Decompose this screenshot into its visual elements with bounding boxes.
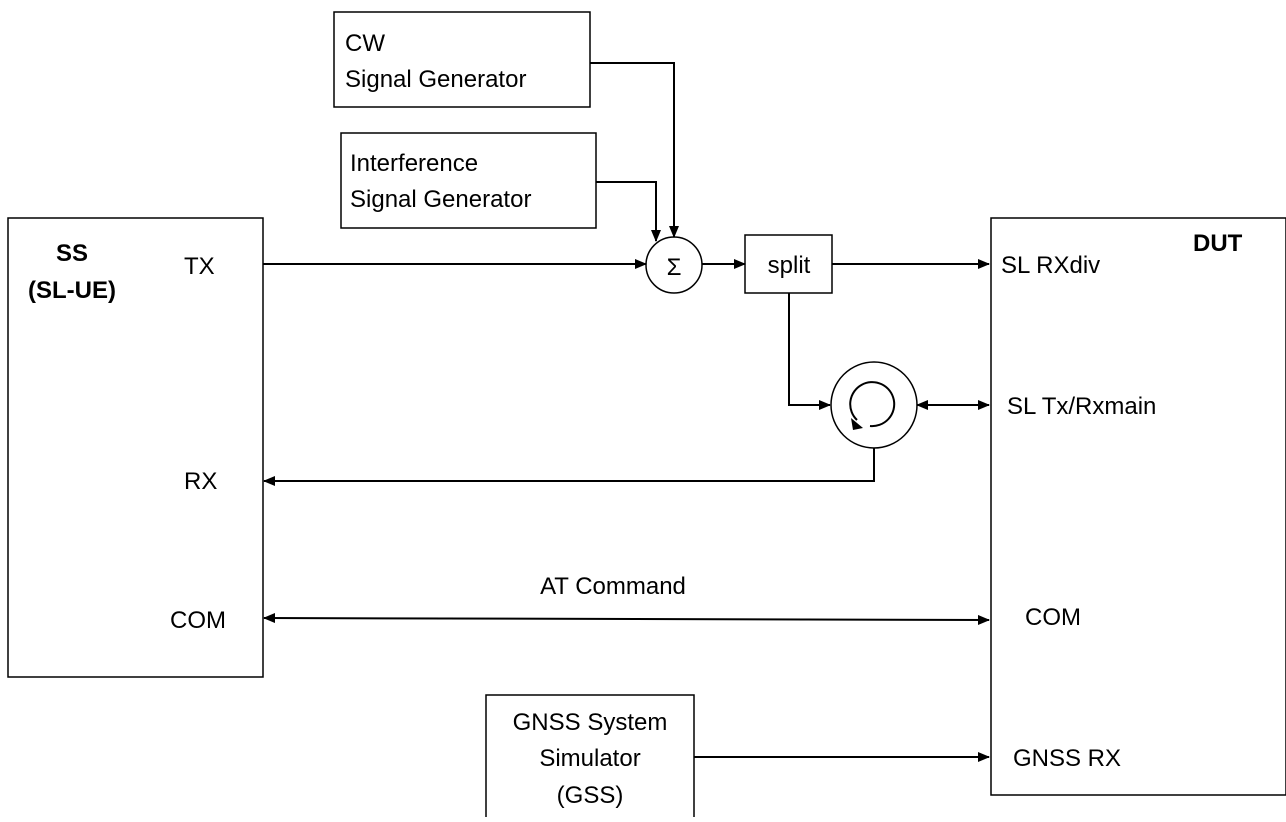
dut-title: DUT bbox=[1193, 230, 1243, 257]
interference-signal-generator-box: Interference Signal Generator bbox=[340, 132, 597, 229]
gss-line3: (GSS) bbox=[557, 782, 624, 809]
cw-to-summer-wire bbox=[590, 62, 679, 238]
circulator-to-ss-rx-wire bbox=[263, 448, 875, 486]
interference-label: Interference bbox=[350, 150, 478, 177]
cw-signal-generator-label: Signal Generator bbox=[345, 66, 526, 93]
summer-node: Σ bbox=[645, 236, 703, 294]
splitter-box: split bbox=[744, 234, 833, 294]
gss-box: GNSS System Simulator (GSS) bbox=[485, 694, 695, 820]
dut-gnss-rx-port: GNSS RX bbox=[1013, 745, 1121, 772]
gss-line2: Simulator bbox=[539, 745, 640, 772]
ss-subtitle: (SL-UE) bbox=[28, 277, 116, 304]
circulator-icon bbox=[830, 361, 918, 449]
cw-label: CW bbox=[345, 30, 385, 57]
ss-box: SS (SL-UE) TX RX COM bbox=[7, 217, 264, 678]
splitter-label: split bbox=[768, 252, 811, 279]
splitter-to-circulator-wire bbox=[788, 293, 831, 410]
ss-rx-port: RX bbox=[184, 468, 217, 495]
at-command-link-wire bbox=[263, 613, 990, 625]
ss-com-port: COM bbox=[170, 607, 226, 634]
at-command-label: AT Command bbox=[540, 573, 686, 600]
gss-line1: GNSS System bbox=[513, 709, 668, 736]
sigma-symbol: Σ bbox=[667, 254, 682, 281]
cw-signal-generator-box: CW Signal Generator bbox=[333, 11, 591, 108]
dut-box: DUT SL RXdiv SL Tx/Rxmain COM GNSS RX bbox=[990, 217, 1286, 796]
interference-to-summer-wire bbox=[596, 181, 661, 242]
ss-tx-port: TX bbox=[184, 253, 215, 280]
dut-com-port: COM bbox=[1025, 604, 1081, 631]
ss-title: SS bbox=[56, 240, 88, 267]
interference-signal-generator-label: Signal Generator bbox=[350, 186, 531, 213]
dut-sl-txrx-main-port: SL Tx/Rxmain bbox=[1007, 393, 1156, 420]
dut-sl-rxdiv-port: SL RXdiv bbox=[1001, 252, 1100, 279]
